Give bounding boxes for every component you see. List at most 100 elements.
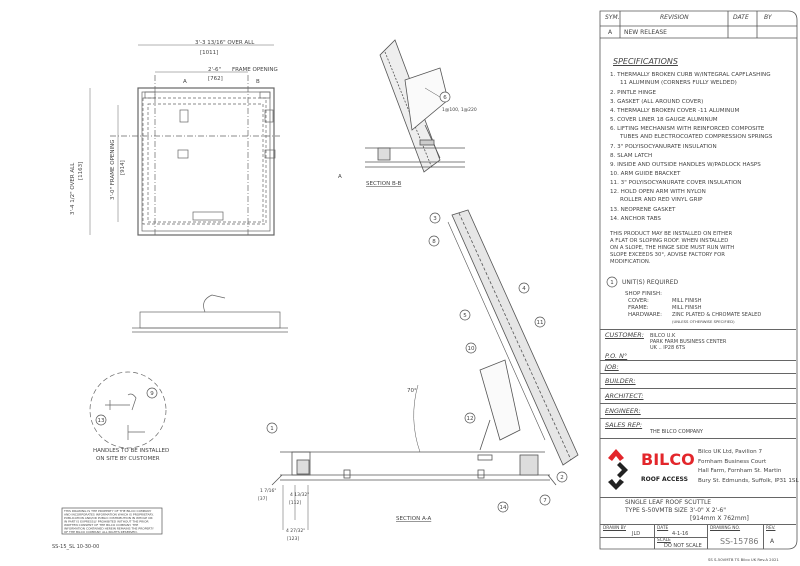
rev-col-by: BY [764,14,772,21]
callout-9: 9 [150,391,154,397]
spec-item: 11. 3" POLYISOCYANURATE COVER INSULATION [610,180,742,186]
frame-height-dim: 3'-0" FRAME OPENING [110,140,116,201]
rev-col-revision: REVISION [660,14,689,21]
callout-11: 11 [537,320,544,326]
sales-rep-label: SALES REP: [605,421,643,429]
rev-value: A [770,538,775,545]
section-b-b-view [365,39,465,173]
drawn-by-label: DRAWN BY [603,526,626,531]
spec-item: 10. ARM GUIDE BRACKET [610,171,681,177]
spec-item: 7. 3" POLYISOCYANURATE INSULATION [610,144,717,150]
rev-row-revision: NEW RELEASE [624,29,667,36]
finish-note: (UNLESS OTHERWISE SPECIFIED) [672,319,735,324]
overall-width-dim: 3'-3 13/16" OVER ALL [195,40,255,46]
callout-3: 3 [433,216,437,222]
spec-item: 2. PINTLE HINGE [610,90,657,96]
drawing-no-value: SS-15786 [720,537,759,546]
spec-item: 5. COVER LINER 18 GAUGE ALUMINUM [610,117,718,123]
title-block-frame [599,10,798,550]
callout-12: 12 [467,416,474,422]
cut-line-b: B [256,79,260,85]
hardware-finish: ZINC PLATED & CHROMATE SEALED [672,312,762,318]
plan-view [89,44,288,449]
cover-finish: MILL FINISH [672,298,702,304]
handles-note-line: ON SITE BY CUSTOMER [96,456,160,462]
install-note-line: SLOPE EXCEEDS 30°, ADVISE FACTORY FOR [610,252,725,258]
customer-label: CUSTOMER: [605,331,644,339]
overall-width-mm: [1011] [200,50,218,56]
company-address: Bilco UK Ltd, Pavilion 7 Fornham Busines… [698,448,799,486]
engineer-label: ENGINEER: [605,407,641,415]
address-line: Fornham Business Court [698,458,767,465]
callout-7: 7 [543,498,547,504]
svg-text:AND INCORPORATES INFORMATION W: AND INCORPORATES INFORMATION WHICH IS PR… [64,513,154,517]
opening-angle: 70° [407,388,417,394]
spec-item-detail: TUBES AND ELECTROCOATED COMPRESSION SPRI… [620,134,773,140]
install-note-line: THIS PRODUCT MAY BE INSTALLED ON EITHER [610,231,733,237]
units-label: UNIT(S) REQUIRED [622,279,679,286]
dim-123-in: 4 27/32" [286,528,305,534]
product-title: SINGLE LEAF ROOF SCUTTLE [625,499,712,506]
proprietary-notice-box [61,507,163,535]
dim-112-mm: [112] [289,500,301,506]
job-label: JOB: [605,363,619,371]
install-note-line: A FLAT OR SLOPING ROOF. WHEN INSTALLED [610,238,729,244]
product-size-mm: [914mm X 762mm] [690,515,749,522]
dim-123-mm: [123] [287,536,299,542]
svg-text:IN PART IS EXPRESSLY PROHIBITE: IN PART IS EXPRESSLY PROHIBITED WITHOUT … [64,520,149,524]
customer-line: BILCO U.K [650,333,676,339]
spec-item: 13. NEOPRENE GASKET [610,207,676,213]
footer-reference: SS S-50VMTB TS Bilco UK Rev.A 2021 [708,557,779,562]
spec-item: 6. LIFTING MECHANISM WITH REINFORCED COM… [610,126,765,132]
rev-col-date: DATE [733,14,749,21]
address-line: Bilco UK Ltd, Pavilion 7 [698,449,763,455]
product-type-size: TYPE S-50VMTB SIZE 3'-0" X 2'-6" [625,507,726,514]
rev-row-sym: A [608,29,613,36]
callout-13: 13 [98,418,105,424]
po-label: P.O. N° [605,352,628,360]
spec-item: 9. INSIDE AND OUTSIDE HANDLES W/PADLOCK … [610,162,761,168]
specifications-title: SPECIFICATIONS [613,57,678,66]
install-note-line: MODIFICATION. [610,259,651,265]
spec-item: 1. THERMALLY BROKEN CURB W/INTEGRAL CAPF… [610,72,771,78]
spec-item: 8. SLAM LATCH [610,153,653,159]
architect-label: ARCHITECT: [605,392,644,400]
customer-line: UK .. IP28 6TS [650,345,686,351]
section-b-note: 1@100, 1@220 [442,107,477,113]
section-a-a-view [271,209,579,530]
frame-finish: MILL FINISH [672,305,702,311]
frame-width-dim: 2'-6" [208,67,221,73]
svg-text:THIS DRAWING IS THE PROPERTY O: THIS DRAWING IS THE PROPERTY OF THE BILC… [63,509,151,513]
callout-6: 6 [443,95,447,101]
callout-bubbles [95,91,618,513]
section-b-title: SECTION B-B [366,181,402,187]
spec-item-detail: 11 ALUMINUM (CORNERS FULLY WELDED) [620,80,737,86]
dim-37-in: 1 7/16" [260,488,276,494]
frame-width-mm: [762] [208,76,223,82]
callout-10: 10 [468,346,475,352]
cover-label: COVER: [628,298,649,304]
frame-height-mm: [914] [120,160,126,175]
svg-text:PUBLICATION AND/OR PUBLIC DIST: PUBLICATION AND/OR PUBLIC DISTRIBUTION I… [64,516,153,520]
callout-4: 4 [522,286,526,292]
cut-line-a-right: A [338,174,342,180]
svg-text:INFORMATION CONTAINED HEREIN R: INFORMATION CONTAINED HEREIN REMAINS THE… [64,527,154,531]
frame-width-label: FRAME OPENING [232,67,278,73]
spec-item: 14. ANCHOR TABS [610,216,661,222]
svg-text:WRITTEN CONSENT OF THE BILCO C: WRITTEN CONSENT OF THE BILCO COMPANY. TH… [64,523,138,527]
dim-37-mm: [37] [258,496,267,502]
proprietary-notice: THIS DRAWING IS THE PROPERTY OF THE BILC… [63,509,154,534]
hardware-label: HARDWARE: [628,312,663,318]
install-note-line: ON A SLOPE, THE HINGE SIDE MUST RUN WITH [610,245,735,251]
frame-label: FRAME: [628,305,649,311]
units-count: 1 [610,280,614,286]
drawn-by-value: JLD [632,531,641,537]
cut-line-a: A [183,79,187,85]
builder-label: BUILDER: [605,377,636,385]
left-footer: SS-15_SL 10-30-00 [52,544,99,550]
address-line: Hall Farm, Fornham St. Martin [698,468,782,474]
bilco-logo-text: BILCO [641,450,695,469]
overall-height-dim: 3'-4 1/2" OVER ALL [70,162,76,215]
callout-2: 2 [560,475,564,481]
